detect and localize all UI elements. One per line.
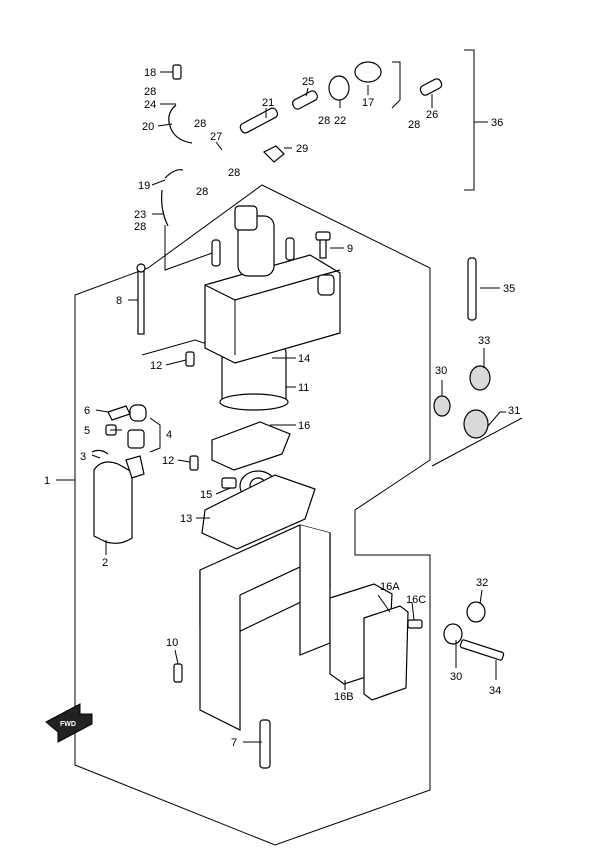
callout-6: 6 (84, 405, 90, 417)
callout-labels: 1 2 3 4 5 6 7 8 9 10 11 12 12 13 14 15 1… (44, 67, 520, 749)
callout-17: 17 (362, 97, 374, 109)
callout-28b: 28 (194, 118, 206, 130)
callout-36: 36 (491, 117, 503, 129)
callout-34: 34 (489, 685, 501, 697)
callout-29: 29 (296, 143, 308, 155)
guide-mid (164, 225, 216, 271)
callout-3: 3 (80, 451, 86, 463)
lower-housing (173, 524, 331, 769)
callout-8: 8 (116, 295, 122, 307)
guide-right (431, 417, 523, 467)
callout-7: 7 (231, 737, 237, 749)
cover-plate (329, 583, 423, 701)
callout-21: 21 (262, 97, 274, 109)
callout-19: 19 (138, 180, 150, 192)
callout-26: 26 (426, 109, 438, 121)
callout-10: 10 (166, 637, 178, 649)
small-parts (91, 404, 147, 455)
callout-16c: 16C (406, 594, 426, 606)
callout-4: 4 (166, 429, 172, 441)
leader-lines (56, 71, 506, 743)
gaskets (201, 421, 316, 550)
callout-33: 33 (478, 335, 490, 347)
fuel-pump (204, 205, 341, 411)
callout-5: 5 (84, 425, 90, 437)
callout-28d: 28 (318, 115, 330, 127)
guide-top (391, 61, 401, 109)
mount-parts (433, 257, 505, 661)
callout-16: 16 (298, 420, 310, 432)
upper-hoses (161, 61, 443, 227)
callout-28e: 28 (408, 119, 420, 131)
callout-13: 13 (180, 513, 192, 525)
callout-15: 15 (200, 489, 212, 501)
callout-16a: 16A (380, 581, 400, 593)
bolts (136, 231, 331, 471)
assembly-outline (74, 184, 431, 846)
callout-14: 14 (298, 353, 310, 365)
callout-11: 11 (298, 382, 309, 394)
callout-24: 24 (144, 99, 156, 111)
callout-12b: 12 (162, 455, 174, 467)
callout-1: 1 (44, 475, 50, 487)
callout-12a: 12 (150, 360, 162, 372)
callout-9: 9 (347, 243, 353, 255)
callout-25: 25 (302, 76, 314, 88)
callout-30a: 30 (435, 365, 447, 377)
callout-23: 23 (134, 209, 146, 221)
callout-28f: 28 (196, 186, 208, 198)
callout-22: 22 (334, 115, 346, 127)
filter-cover (93, 455, 145, 544)
fwd-arrow-icon: FWD (45, 703, 93, 743)
bracket-36 (464, 49, 475, 191)
callout-28g: 28 (134, 221, 146, 233)
callout-32: 32 (476, 577, 488, 589)
callout-18: 18 (144, 67, 156, 79)
callout-27: 27 (210, 131, 222, 143)
callout-20: 20 (142, 121, 154, 133)
fwd-badge: FWD (60, 721, 76, 728)
callout-30b: 30 (450, 671, 462, 683)
callout-31: 31 (508, 405, 520, 417)
callout-16b: 16B (334, 691, 354, 703)
callout-28c: 28 (228, 167, 240, 179)
callout-2: 2 (102, 557, 108, 569)
callout-35: 35 (503, 283, 515, 295)
callout-28a: 28 (144, 86, 156, 98)
